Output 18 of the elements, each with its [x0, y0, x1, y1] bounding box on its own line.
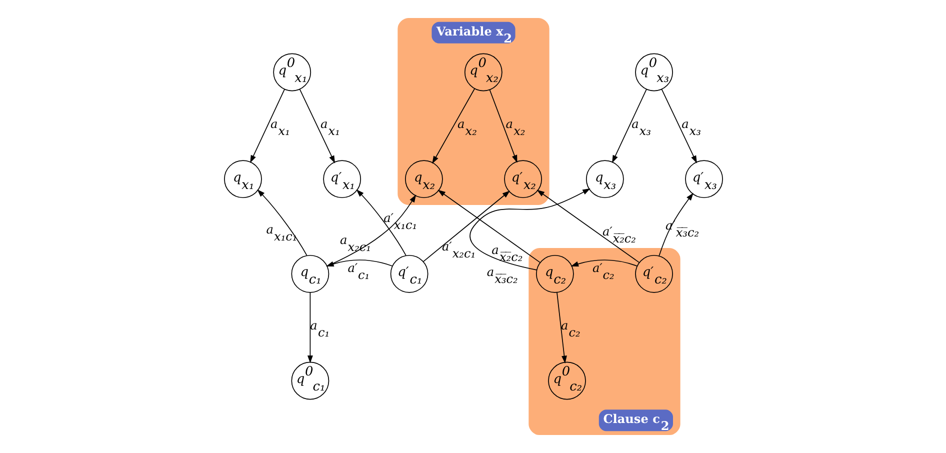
arrow [306, 292, 312, 364]
arrow [356, 189, 406, 256]
arrow [326, 194, 416, 267]
arrow [660, 88, 696, 164]
arrow [570, 260, 637, 267]
arrow [256, 189, 307, 256]
arrow [536, 190, 640, 263]
arrow [437, 190, 540, 263]
arrow [422, 190, 510, 262]
arrow [488, 89, 517, 163]
arrow [298, 88, 335, 164]
arrow [250, 88, 284, 164]
arrow [658, 192, 693, 256]
arrow [469, 188, 590, 270]
arrow [432, 88, 475, 164]
arrow [326, 260, 392, 267]
arrow [556, 292, 566, 364]
arrow [612, 88, 646, 164]
